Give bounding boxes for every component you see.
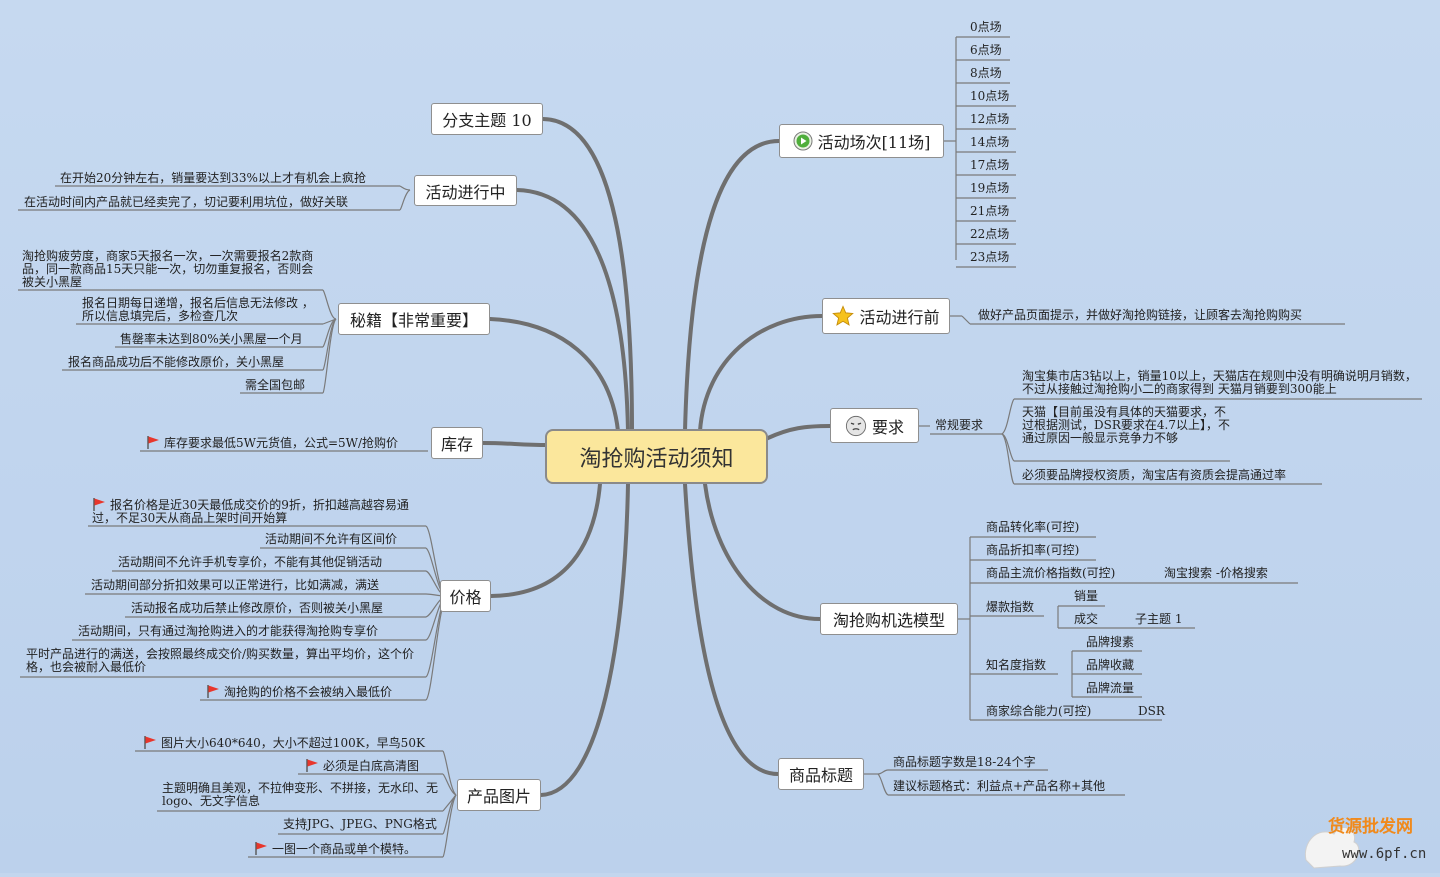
topic-branch10[interactable]: 分支主题 10 — [431, 103, 543, 135]
price-item-text: 报名价格是近30天最低成交价的9折，折扣越高越容易通过，不足30天从商品上架时间… — [92, 498, 409, 525]
watermark-title: 货源批发网 — [1328, 816, 1413, 837]
price-item: 活动期间部分折扣效果可以正常进行，比如满减，满送 — [91, 578, 380, 592]
secrets-item: 售罄率未达到80%关小黑屋一个月 — [120, 332, 303, 346]
image-item: 必须是白底高清图 — [305, 758, 419, 773]
before-item: 做好产品页面提示，并做好淘抢购链接，让顾客去淘抢购购买 — [978, 308, 1303, 322]
secrets-item: 报名商品成功后不能修改原价，关小黑屋 — [68, 355, 285, 369]
stock-item: 库存要求最低5W元货值，公式=5W/抢购价 — [146, 435, 398, 450]
require-sub: 常规要求 — [935, 418, 984, 432]
watermark-logo: 货源批发网 www.6pf.cn — [1300, 812, 1440, 873]
model-subitem: 销量 — [1074, 589, 1099, 603]
branch-line-secrets — [488, 317, 620, 433]
model-subitem: 成交 — [1074, 612, 1099, 626]
require-item: 天猫【目前虽没有具体的天猫要求，不过根据测试，DSR要求在4.7以上】，不通过原… — [1022, 405, 1230, 445]
topic-model[interactable]: 淘抢购机选模型 — [820, 603, 958, 635]
secrets-item: 淘抢购疲劳度，商家5天报名一次，一次需要报名2款商品，同一款商品15天只能一次，… — [22, 249, 314, 289]
branch-line-inprogress — [515, 188, 630, 433]
session-item: 21点场 — [970, 204, 1010, 218]
branch-line-title — [683, 482, 780, 776]
topic-requirements[interactable]: 要求 — [830, 408, 919, 443]
model-subitem: 品牌收藏 — [1086, 658, 1135, 672]
session-item: 19点场 — [970, 181, 1010, 195]
branch-line-images — [539, 482, 630, 797]
secrets-item: 报名日期每日递增，报名后信息无法修改 ，所以信息填完后，多检查几次 — [82, 296, 314, 323]
session-item: 12点场 — [970, 112, 1010, 126]
play-icon — [793, 131, 813, 151]
session-item: 14点场 — [970, 135, 1010, 149]
branch-line-require — [766, 424, 832, 440]
model-subitem: 品牌搜素 — [1086, 635, 1135, 649]
price-item: 活动期间不允许有区间价 — [265, 532, 398, 546]
topic-in-progress[interactable]: 活动进行中 — [414, 175, 517, 206]
image-item-text: 必须是白底高清图 — [323, 759, 420, 773]
image-item: 一图一个商品或单个模特。 — [254, 841, 416, 856]
image-item-text: 图片大小640*640，大小不超过100K，早鸟50K — [161, 736, 425, 750]
model-item: 爆款指数 — [986, 600, 1035, 614]
model-subitem: DSR — [1138, 704, 1165, 718]
branch-line-sessions — [683, 139, 781, 433]
topic-secrets[interactable]: 秘籍【非常重要】 — [338, 303, 490, 335]
branch-line-stock — [481, 441, 550, 447]
model-subitem: 淘宝搜索 -价格搜索 — [1164, 566, 1268, 580]
branch-line-price — [489, 482, 602, 598]
image-item-text: 一图一个商品或单个模特。 — [272, 842, 417, 856]
stock-item-text: 库存要求最低5W元货值，公式=5W/抢购价 — [164, 436, 399, 450]
price-item: 活动报名成功后禁止修改原价，否则被关小黑屋 — [131, 601, 384, 615]
model-item: 商家综合能力(可控) — [986, 704, 1092, 718]
session-item: 10点场 — [970, 89, 1010, 103]
flag-icon — [147, 436, 159, 449]
title-item: 建议标题格式：利益点+产品名称+其他 — [893, 779, 1106, 793]
image-item: 图片大小640*640，大小不超过100K，早鸟50K — [143, 735, 425, 750]
price-item: 淘抢购的价格不会被纳入最低价 — [206, 684, 392, 699]
title-item: 商品标题字数是18-24个字 — [893, 755, 1036, 769]
price-item: 活动期间不允许手机专享价，不能有其他促销活动 — [118, 555, 383, 569]
price-item-text: 淘抢购的价格不会被纳入最低价 — [224, 685, 393, 699]
topic-before-label: 活动进行前 — [859, 308, 940, 327]
model-item: 商品转化率(可控) — [986, 520, 1080, 534]
inprogress-item: 在活动时间内产品就已经卖完了，切记要利用坑位，做好关联 — [24, 195, 349, 209]
session-item: 0点场 — [970, 20, 1002, 34]
model-item: 商品主流价格指数(可控) — [986, 566, 1116, 580]
price-item: 活动期间，只有通过淘抢购进入的才能获得淘抢购专享价 — [78, 624, 379, 638]
model-subitem: 品牌流量 — [1086, 681, 1135, 695]
session-item: 23点场 — [970, 250, 1010, 264]
branch-line-model — [703, 482, 822, 621]
topic-product-images[interactable]: 产品图片 — [457, 779, 541, 811]
session-item: 8点场 — [970, 66, 1002, 80]
central-topic[interactable]: 淘抢购活动须知 — [545, 429, 768, 484]
image-item: 主题明确且美观，不拉伸变形、不拼接，无水印、无logo、无文字信息 — [162, 781, 439, 808]
topic-stock[interactable]: 库存 — [431, 427, 483, 459]
flag-icon — [93, 498, 105, 511]
flag-icon — [144, 736, 156, 749]
flag-icon — [255, 842, 267, 855]
topic-price[interactable]: 价格 — [440, 580, 491, 612]
price-item: 平时产品进行的满送，会按照最终成交价/购买数量，算出平均价，这个价格，也会被耐入… — [26, 647, 415, 674]
model-subitem: 子主题 1 — [1135, 612, 1183, 626]
image-item: 支持JPG、JPEG、PNG格式 — [283, 817, 437, 831]
model-item: 知名度指数 — [986, 658, 1047, 672]
session-item: 6点场 — [970, 43, 1002, 57]
topic-product-title[interactable]: 商品标题 — [778, 758, 864, 790]
branch-line-before — [698, 314, 824, 433]
branch-line-branch10 — [541, 117, 634, 433]
session-item: 17点场 — [970, 158, 1010, 172]
require-item: 必须要品牌授权资质，淘宝店有资质会提高通过率 — [1022, 468, 1287, 482]
secrets-item: 需全国包邮 — [245, 378, 306, 392]
topic-before[interactable]: 活动进行前 — [822, 298, 950, 334]
star-icon — [832, 305, 855, 327]
watermark-url: www.6pf.cn — [1342, 846, 1426, 862]
topic-requirements-label: 要求 — [871, 417, 904, 437]
face-icon — [845, 415, 867, 437]
require-item: 淘宝集市店3钻以上，销量10以上，天猫店在规则中没有明确说明月销数，不过从接触过… — [1022, 369, 1417, 396]
inprogress-item: 在开始20分钟左右，销量要达到33%以上才有机会上疯抢 — [60, 171, 366, 185]
model-item: 商品折扣率(可控) — [986, 543, 1080, 557]
flag-icon — [306, 759, 318, 772]
flag-icon — [207, 685, 219, 698]
price-item: 报名价格是近30天最低成交价的9折，折扣越高越容易通过，不足30天从商品上架时间… — [92, 497, 422, 525]
topic-sessions[interactable]: 活动场次[11场] — [779, 124, 944, 158]
session-item: 22点场 — [970, 227, 1010, 241]
topic-sessions-label: 活动场次[11场] — [817, 133, 931, 152]
